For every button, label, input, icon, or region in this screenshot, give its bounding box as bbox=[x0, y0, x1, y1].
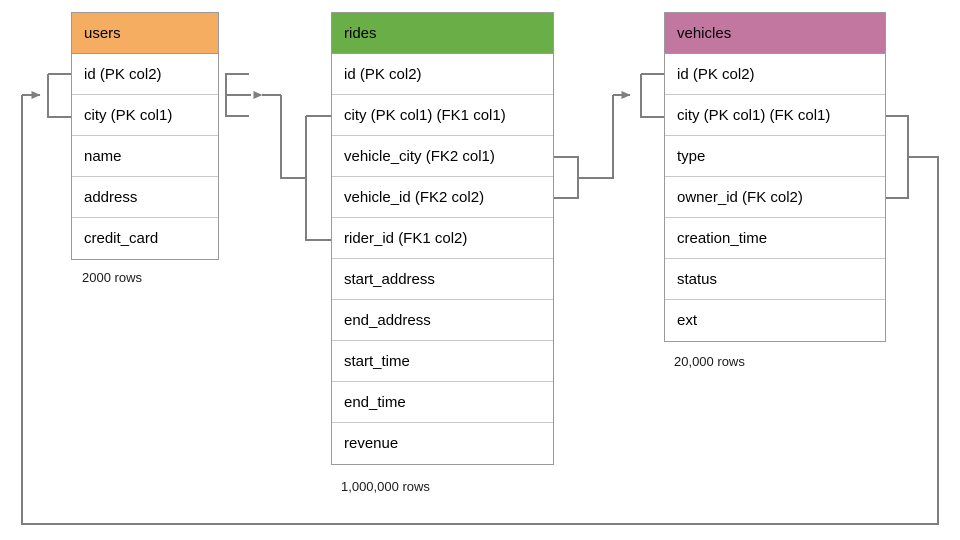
entity-vehicles-field-ext[interactable]: ext bbox=[677, 312, 698, 329]
entity-vehicles-row-count: 20,000 rows bbox=[674, 354, 745, 369]
entity-rides-row-count: 1,000,000 rows bbox=[341, 479, 430, 494]
entity-rides-field-vehicle-city[interactable]: vehicle_city (FK2 col1) bbox=[332, 136, 553, 177]
entity-rides-field-end-address[interactable]: end_address bbox=[332, 300, 553, 341]
entity-users[interactable]: users id (PK col2) city (PK col1) name a… bbox=[71, 12, 219, 260]
entity-vehicles-field-owner-id[interactable]: owner_id (FK col2) bbox=[665, 177, 885, 218]
entity-users-field-id[interactable]: id (PK col2) bbox=[72, 54, 218, 95]
connector-rides-to-vehicles bbox=[554, 73, 664, 199]
entity-rides-field-id[interactable]: id (PK col2) bbox=[332, 54, 553, 95]
entity-users-header: users bbox=[72, 13, 218, 54]
entity-users-field-city[interactable]: city (PK col1) bbox=[72, 95, 218, 136]
entity-vehicles-field-creation-time[interactable]: creation_time bbox=[665, 218, 885, 259]
entity-rides-field-start-time[interactable]: start_time bbox=[332, 341, 553, 382]
entity-rides[interactable]: rides id (PK col2) city (PK col1) (FK1 c… bbox=[331, 12, 554, 465]
entity-vehicles-header: vehicles bbox=[665, 13, 885, 54]
entity-users-field-credit-card[interactable]: credit_card bbox=[84, 230, 159, 247]
entity-rides-field-start-address[interactable]: start_address bbox=[332, 259, 553, 300]
entity-vehicles[interactable]: vehicles id (PK col2) city (PK col1) (FK… bbox=[664, 12, 886, 342]
entity-rides-field-city[interactable]: city (PK col1) (FK1 col1) bbox=[332, 95, 553, 136]
entity-vehicles-field-status[interactable]: status bbox=[665, 259, 885, 300]
entity-rides-field-rider-id[interactable]: rider_id (FK1 col2) bbox=[332, 218, 553, 259]
connector-rides-to-users bbox=[225, 73, 331, 241]
entity-vehicles-field-city[interactable]: city (PK col1) (FK col1) bbox=[665, 95, 885, 136]
entity-rides-header: rides bbox=[332, 13, 553, 54]
entity-rides-field-end-time[interactable]: end_time bbox=[332, 382, 553, 423]
entity-rides-field-vehicle-id[interactable]: vehicle_id (FK2 col2) bbox=[332, 177, 553, 218]
entity-users-field-name[interactable]: name bbox=[72, 136, 218, 177]
entity-vehicles-field-type[interactable]: type bbox=[665, 136, 885, 177]
entity-vehicles-field-id[interactable]: id (PK col2) bbox=[665, 54, 885, 95]
entity-users-field-address[interactable]: address bbox=[72, 177, 218, 218]
entity-rides-field-revenue[interactable]: revenue bbox=[344, 435, 399, 452]
entity-users-row-count: 2000 rows bbox=[82, 270, 142, 285]
